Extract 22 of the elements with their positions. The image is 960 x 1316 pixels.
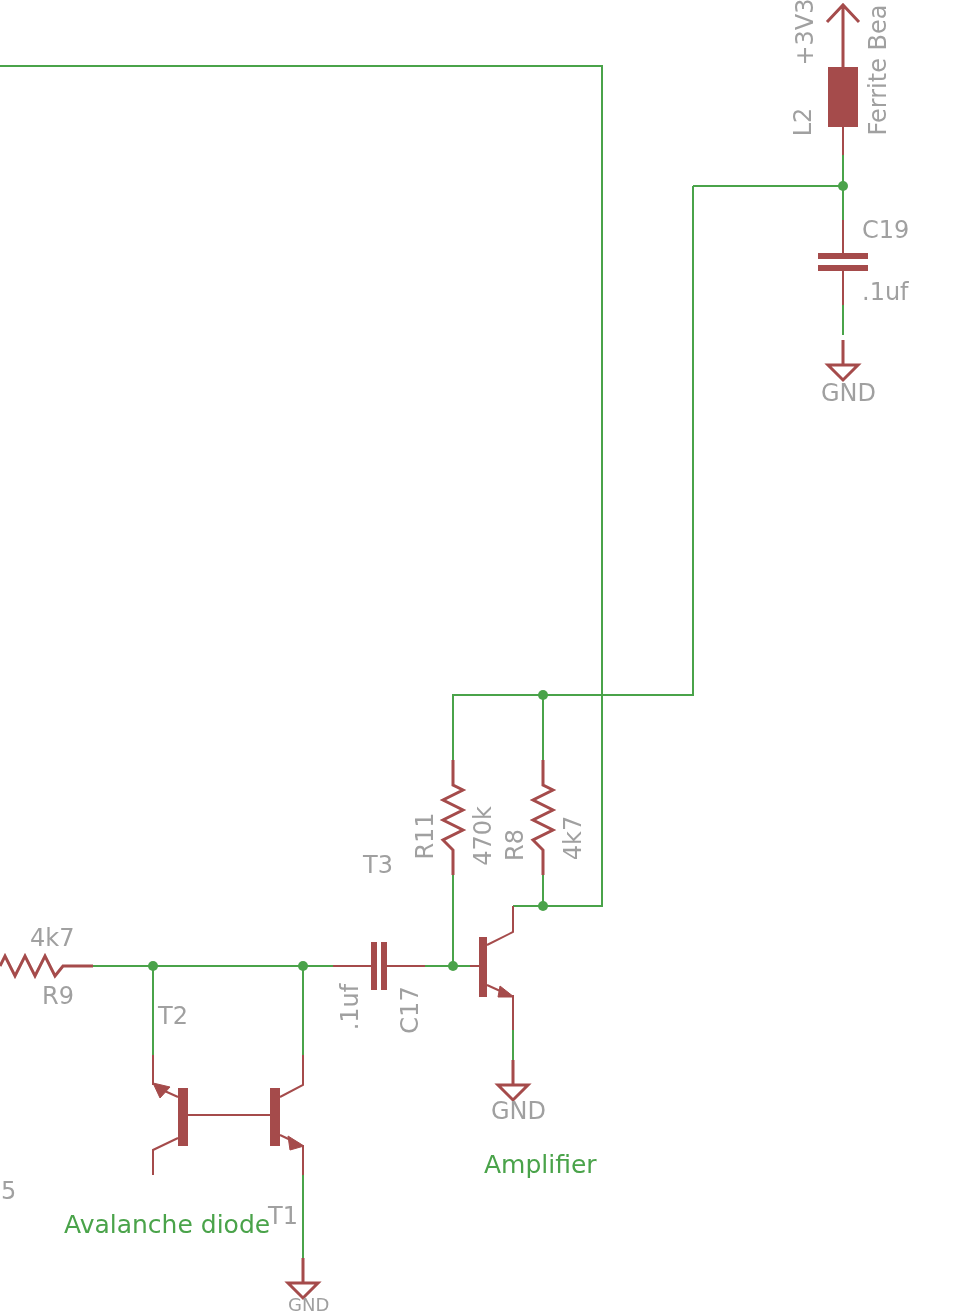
part-value: 4k7 (30, 926, 75, 950)
part-name: T2 (158, 1004, 188, 1028)
ground-label: GND (288, 1296, 330, 1314)
part-value: 4k7 (561, 815, 585, 861)
supply-label: +3V3 (793, 0, 817, 66)
ground-label: GND (821, 381, 877, 405)
part-name: 5 (1, 1179, 17, 1203)
part-value: Ferrite Bea (866, 4, 890, 136)
part-name: L2 (791, 107, 815, 137)
part-name: T1 (268, 1204, 298, 1228)
part-name: T3 (363, 853, 393, 877)
part-value: .1uf (338, 983, 362, 1031)
part-name: R8 (503, 829, 527, 861)
ground-label: GND (491, 1099, 547, 1123)
part-value: .1uf (862, 280, 909, 304)
net-label: Avalanche diode (64, 1212, 271, 1237)
part-value: 470k (471, 806, 495, 866)
part-name: R9 (42, 984, 74, 1008)
part-name: C17 (398, 986, 422, 1034)
part-name: R11 (413, 812, 437, 860)
net-label: Amplifier (484, 1152, 597, 1177)
part-name: C19 (862, 218, 910, 242)
